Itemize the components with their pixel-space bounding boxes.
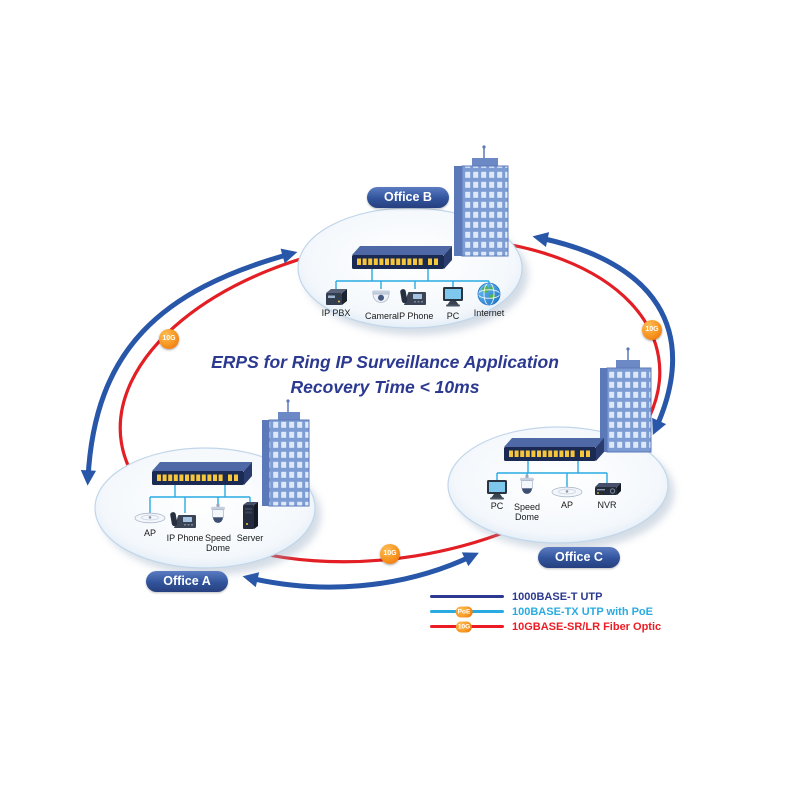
poe-badge: PoE — [455, 606, 473, 617]
ap-icon-c — [551, 486, 583, 498]
office-b-building-icon — [454, 145, 509, 257]
device-label-pc-c: PC — [490, 501, 504, 511]
legend-line-10gbase: 10G — [430, 621, 504, 632]
legend-line-100base-tx: PoE — [430, 606, 504, 617]
legend-label-1000base-t: 1000BASE-T UTP — [512, 590, 603, 603]
device-label-speed-dome-a: Speed Dome — [204, 533, 232, 553]
office-c-switch-icon — [504, 438, 604, 461]
device-label-ip-phone-b: IP Phone — [396, 311, 434, 321]
office-a-building-icon — [262, 399, 310, 507]
ring-arc-bottom — [242, 552, 479, 590]
device-label-ip-pbx: IP PBX — [321, 308, 351, 318]
ring-badge-10g-left: 10G — [159, 329, 179, 349]
title-line2: Recovery Time < 10ms — [290, 377, 480, 397]
ring-badge-10g-right: 10G — [642, 320, 662, 340]
device-label-nvr: NVR — [597, 500, 617, 510]
legend: 1000BASE-T UTP PoE 100BASE-TX UTP with P… — [430, 589, 661, 634]
office-b-label: Office B — [367, 187, 449, 208]
office-a-switch-icon — [152, 462, 252, 485]
legend-line-1000base-t — [430, 595, 504, 598]
utp-ring-arrows — [80, 232, 675, 590]
ring-arc-left — [80, 248, 298, 486]
office-c-building-icon — [600, 347, 652, 453]
ip-pbx-icon — [326, 289, 347, 305]
device-label-pc-b: PC — [446, 311, 460, 321]
nvr-icon — [594, 482, 622, 496]
office-a-label: Office A — [146, 571, 228, 592]
office-b-switch-icon — [352, 246, 452, 269]
office-a-poe-cables — [149, 485, 251, 514]
device-label-ip-phone-a: IP Phone — [166, 533, 204, 543]
device-label-speed-dome-c: Speed Dome — [513, 502, 541, 522]
office-c-label: Office C — [538, 547, 620, 568]
legend-row-10gbase: 10G 10GBASE-SR/LR Fiber Optic — [430, 619, 661, 634]
ring-arc-right — [532, 232, 675, 435]
device-label-internet: Internet — [473, 308, 505, 318]
legend-label-100base-tx: 100BASE-TX UTP with PoE — [512, 605, 653, 618]
ring-badge-10g-bottom: 10G — [380, 544, 400, 564]
device-label-ap-a: AP — [143, 528, 157, 538]
legend-row-100base: PoE 100BASE-TX UTP with PoE — [430, 604, 661, 619]
legend-label-10gbase: 10GBASE-SR/LR Fiber Optic — [512, 620, 662, 633]
device-label-camera: Camera — [364, 311, 398, 321]
server-icon — [243, 502, 258, 529]
10g-badge: 10G — [455, 621, 473, 632]
legend-row-1000base: 1000BASE-T UTP — [430, 589, 661, 604]
title-line1: ERPS for Ring IP Surveillance Applicatio… — [211, 352, 559, 372]
office-c-poe-cables — [496, 461, 608, 488]
device-label-ap-c: AP — [560, 500, 574, 510]
ap-icon-a — [134, 512, 166, 524]
diagram-title: ERPS for Ring IP Surveillance Applicatio… — [140, 350, 630, 400]
device-label-server: Server — [236, 533, 264, 543]
internet-globe-icon — [477, 282, 501, 306]
